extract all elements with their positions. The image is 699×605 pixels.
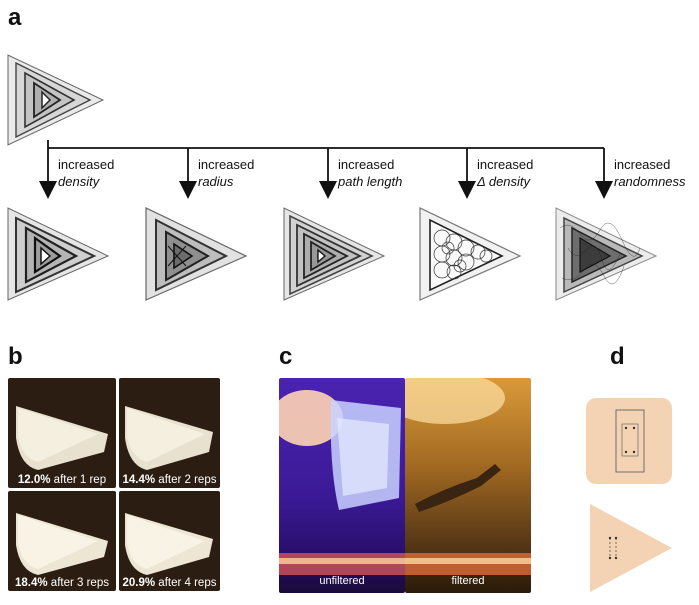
filtered-photo: filtered: [405, 378, 531, 593]
variant-path-length-triangle: [283, 207, 386, 301]
panel-b-label: b: [8, 343, 23, 370]
square-pad: [586, 398, 672, 484]
rep-caption-4: 20.9% after 4 reps: [122, 577, 217, 589]
printed-part-image: [125, 513, 213, 575]
rep-photo-4: 20.9% after 4 reps: [119, 491, 220, 591]
rep-caption-1: 12.0% after 1 rep: [17, 474, 107, 486]
variant-radius-triangle: [145, 207, 248, 301]
rep-caption-3: 18.4% after 3 reps: [15, 577, 109, 589]
rep-photo-3: 18.4% after 3 reps: [8, 491, 116, 591]
rep-photo-2: 14.4% after 2 reps: [119, 378, 220, 488]
panel-d-label: d: [610, 343, 625, 370]
rep-caption-2: 14.4% after 2 reps: [122, 474, 217, 486]
source-toolpath-triangle: [7, 54, 105, 146]
arrow-tree: [39, 140, 613, 199]
triangle-pad: [590, 504, 672, 592]
panel-c-label: c: [279, 343, 293, 370]
panel-a-label: a: [8, 4, 22, 31]
printed-part-image: [16, 406, 108, 470]
filtered-image: [405, 378, 531, 575]
unfiltered-image: [279, 390, 405, 575]
printed-part-image: [16, 513, 108, 575]
variant-delta-density-triangle: [419, 207, 522, 301]
filtered-label: filtered: [451, 575, 485, 587]
variant-randomness-triangle: [555, 207, 658, 301]
panel-d-shapes: [586, 398, 672, 592]
printed-part-image: [125, 406, 213, 470]
variant-density-triangle: [7, 207, 110, 301]
unfiltered-photo: unfiltered: [279, 378, 405, 593]
unfiltered-label: unfiltered: [319, 575, 365, 587]
rep-photo-1: 12.0% after 1 rep: [8, 378, 116, 488]
panel-a-diagram: [7, 54, 658, 301]
